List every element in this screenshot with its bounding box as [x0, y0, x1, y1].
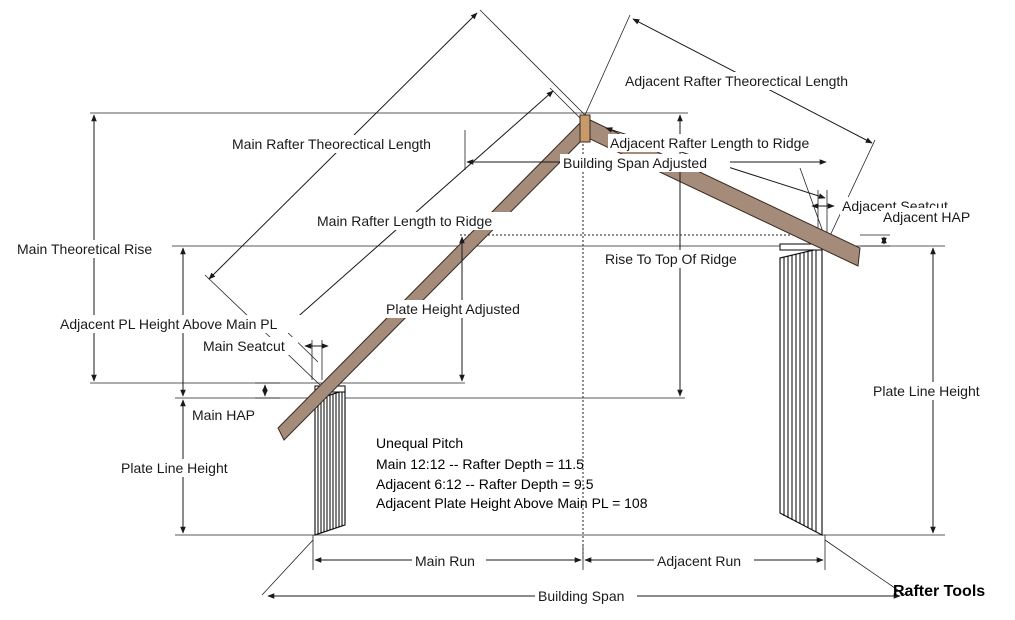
right-wall	[779, 243, 823, 536]
pitch-notes: Unequal Pitch Main 12:12 -- Rafter Depth…	[376, 435, 648, 511]
label-adjacent-pl-height-above-main-pl: Adjacent PL Height Above Main PL	[60, 316, 278, 332]
notes-line-2: Adjacent 6:12 -- Rafter Depth = 9.5	[376, 476, 594, 492]
label-main-run: Main Run	[415, 553, 475, 569]
dimension-labels: Adjacent Rafter Theorectical Length Main…	[14, 72, 996, 606]
label-adjacent-run: Adjacent Run	[657, 553, 741, 569]
notes-line-1: Main 12:12 -- Rafter Depth = 11.5	[376, 456, 584, 472]
label-adjacent-rafter-length-to-ridge: Adjacent Rafter Length to Ridge	[610, 135, 809, 151]
label-building-span-adjusted: Building Span Adjusted	[563, 155, 707, 171]
label-main-rafter-length-to-ridge: Main Rafter Length to Ridge	[317, 213, 492, 229]
label-rise-to-top-of-ridge: Rise To Top Of Ridge	[605, 251, 737, 267]
brand-label: Rafter Tools	[893, 583, 985, 600]
label-main-hap: Main HAP	[192, 407, 255, 423]
label-plate-height-adjusted: Plate Height Adjusted	[386, 301, 520, 317]
notes-line-3: Adjacent Plate Height Above Main PL = 10…	[376, 495, 648, 511]
label-main-rafter-theoretical-length: Main Rafter Theorectical Length	[232, 136, 431, 152]
label-adjacent-hap: Adjacent HAP	[883, 209, 970, 225]
label-main-seatcut: Main Seatcut	[203, 338, 285, 354]
main-rafter	[277, 119, 591, 441]
left-wall	[314, 385, 346, 536]
ridge-board	[579, 114, 591, 143]
label-plate-line-height-right: Plate Line Height	[873, 383, 980, 399]
label-adjacent-rafter-theoretical-length: Adjacent Rafter Theorectical Length	[625, 73, 848, 89]
label-building-span: Building Span	[538, 588, 624, 604]
label-plate-line-height-left: Plate Line Height	[121, 460, 228, 476]
label-main-theoretical-rise: Main Theoretical Rise	[17, 241, 152, 257]
notes-title: Unequal Pitch	[376, 435, 463, 451]
